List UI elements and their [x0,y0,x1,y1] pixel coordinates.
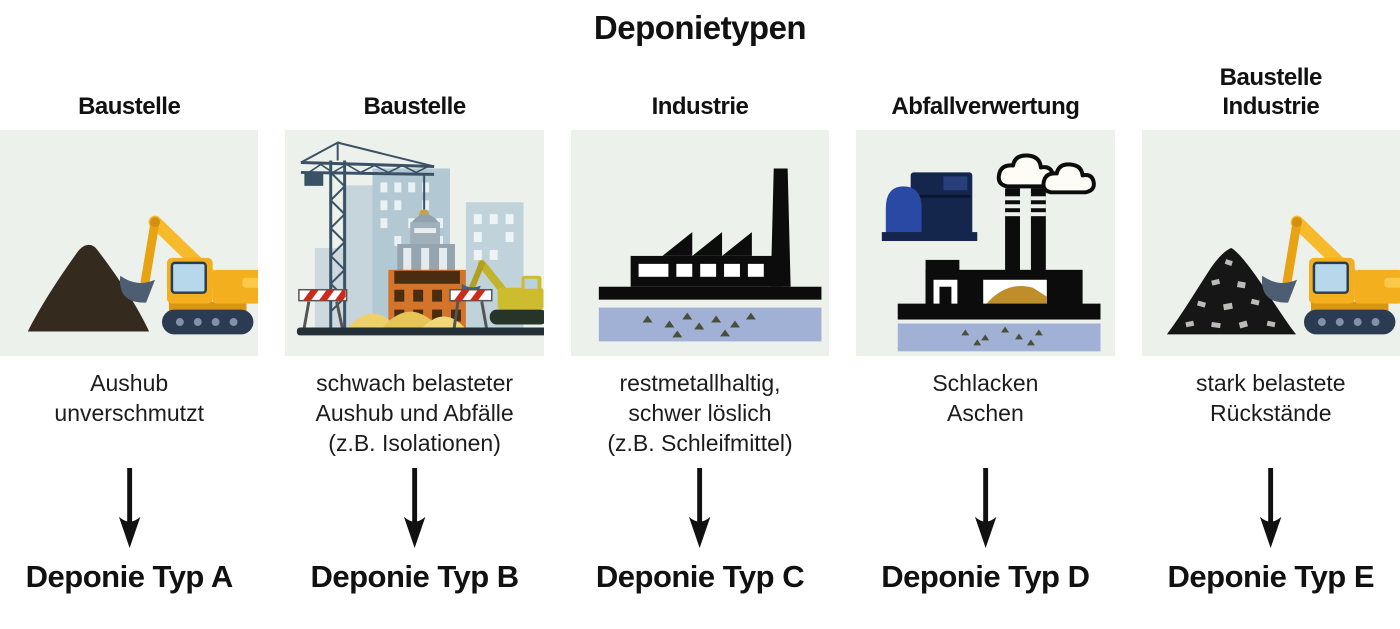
ash-pile-icon [983,285,1048,308]
earth-mound-icon [27,244,150,332]
down-arrow-icon [118,468,140,549]
source-label: Baustelle Industrie [1219,64,1323,120]
target-label: Deponie Typ A [25,559,234,594]
landfill-column-b: Baustelle [285,55,544,595]
source-label: Baustelle [363,93,466,120]
illustration-panel [856,130,1115,356]
source-label: Industrie [651,93,749,120]
excavator-bucket-icon [1261,275,1297,303]
excavator-icon [1261,215,1400,335]
down-arrow-icon [1260,468,1282,549]
mini-excavator-icon [462,259,544,325]
landfill-columns: Baustelle [0,55,1400,595]
description-text: stark belastete Rückstände [1195,370,1346,426]
target-label: Deponie Typ E [1167,559,1375,594]
description-text: restmetallhaltig, schwer löslich (z.B. S… [607,370,793,456]
down-arrow-icon [689,468,711,549]
landfill-column-e: Baustelle Industrie [1141,55,1400,595]
ground-line-icon [297,327,544,336]
illustration-panel [1141,130,1400,356]
rubble-mound-excavator-illustration [1166,215,1400,335]
ground-strip-icon [598,307,822,342]
description-text: schwach belasteter Aushub und Abfälle (z… [315,370,514,456]
ground-strip-icon [897,323,1101,352]
smoke-icon [997,153,1097,195]
down-arrow-icon [974,468,997,549]
landfill-column-a: Baustelle [0,55,259,595]
construction-site-illustration [297,140,544,336]
chimney-icon [770,168,791,287]
source-label: Baustelle [78,93,181,120]
rubble-mound-icon [1166,247,1296,335]
factory-icon [598,168,822,300]
factory-illustration [598,168,822,342]
traffic-barrier-icon [298,288,493,330]
target-label: Deponie Typ B [310,559,519,594]
ground-specks-icon [961,326,1044,346]
page-title: Deponietypen [593,9,807,46]
source-label: Abfallverwertung [891,93,1080,120]
ground-specks-icon [642,312,756,338]
incinerator-icon [897,188,1101,320]
chimney-icon [1031,188,1047,272]
chimney-icon [1005,188,1021,272]
earth-mound-excavator-illustration [27,215,259,335]
landfill-column-c: Industrie [570,55,830,595]
description-text: Aushub unverschmutzt [54,370,204,426]
excavator-icon [119,215,259,335]
target-label: Deponie Typ D [881,559,1090,594]
landfill-column-d: Abfallverwertung [856,55,1115,595]
target-label: Deponie Typ C [595,559,805,594]
illustration-panel [285,130,544,356]
illustration-panel [0,130,259,356]
illustration-panel [570,130,830,356]
incineration-plant-illustration [882,153,1101,352]
waste-truck-icon [882,172,978,242]
description-text: Schlacken Aschen [932,370,1039,426]
excavator-bucket-icon [119,275,156,303]
down-arrow-icon [403,468,426,549]
